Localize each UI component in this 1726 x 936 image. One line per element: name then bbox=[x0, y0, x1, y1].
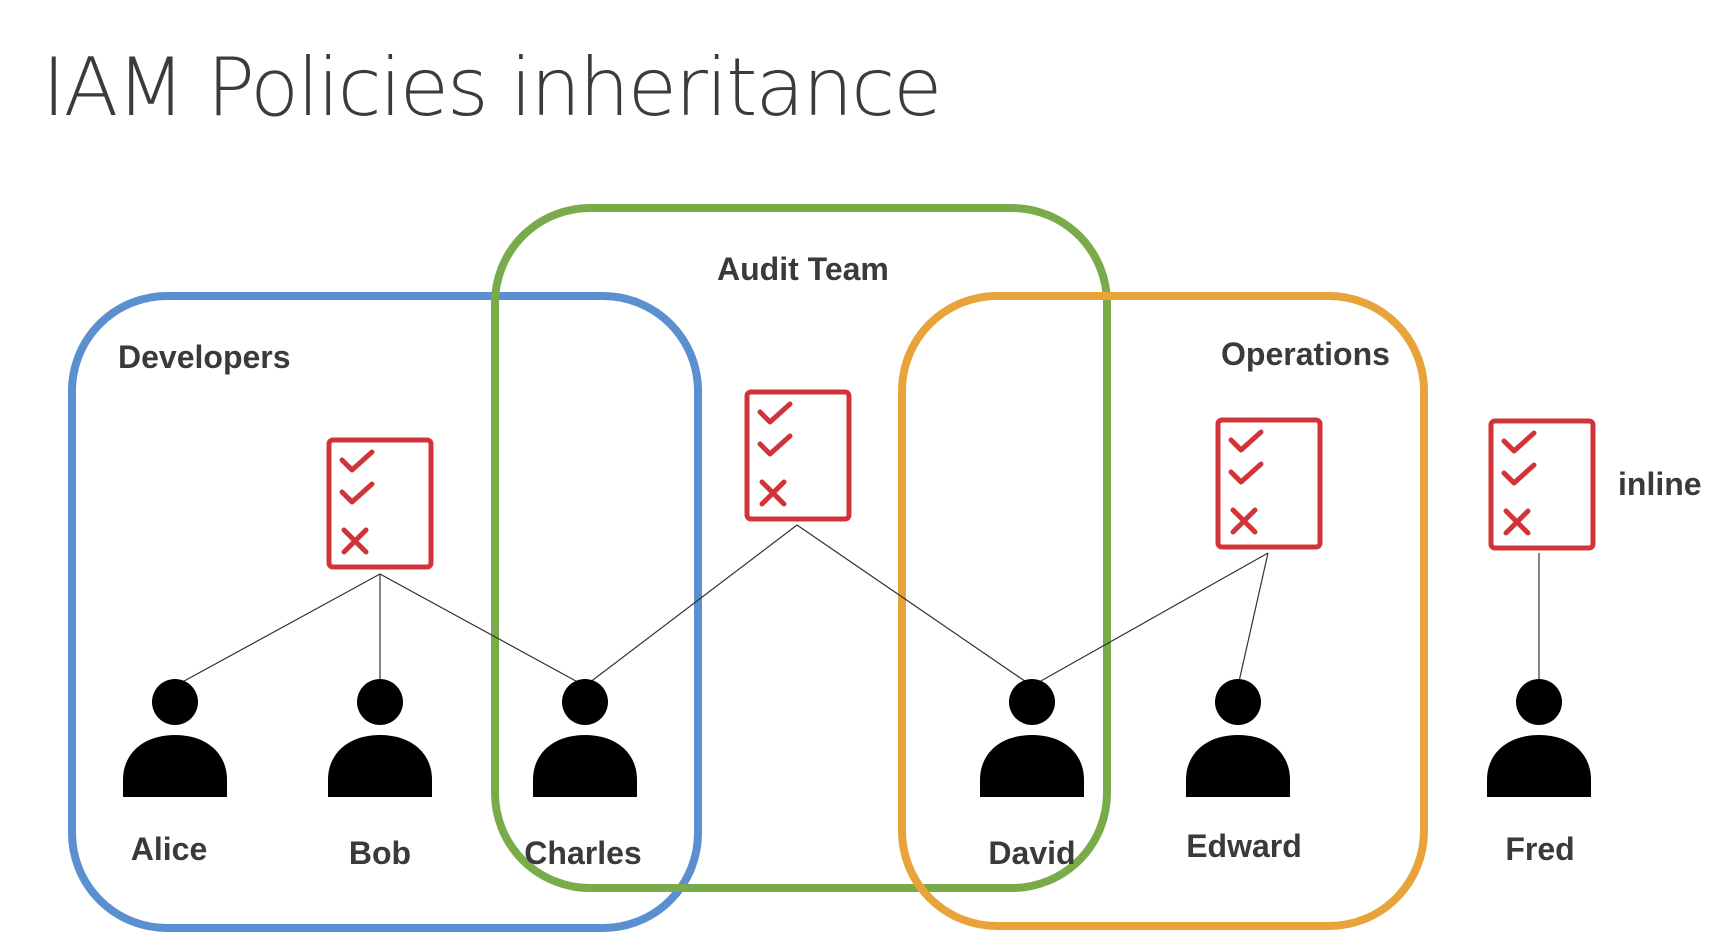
operations-policy-icon bbox=[1215, 417, 1323, 550]
page-title: IAM Policies inheritance bbox=[42, 41, 942, 134]
inline-policy-icon bbox=[1488, 418, 1596, 551]
user-icon-edward bbox=[1186, 679, 1290, 797]
connector-developers-alice bbox=[174, 573, 381, 687]
audit-team-label: Audit Team bbox=[717, 251, 889, 287]
user-label-charles: Charles bbox=[524, 835, 641, 871]
user-label-alice: Alice bbox=[131, 831, 207, 867]
connector-developers-charles bbox=[379, 573, 586, 687]
user-icon-alice bbox=[123, 679, 227, 797]
user-label-fred: Fred bbox=[1505, 831, 1574, 867]
user-icon-david bbox=[980, 679, 1084, 797]
developers-group-border bbox=[68, 292, 702, 932]
user-label-david: David bbox=[988, 835, 1075, 871]
connector-audit-charles bbox=[584, 524, 798, 687]
user-icon-fred bbox=[1487, 679, 1591, 797]
operations-group-border bbox=[898, 292, 1428, 930]
user-label-bob: Bob bbox=[349, 835, 411, 871]
inline-label: inline bbox=[1618, 466, 1702, 502]
connector-operations-david bbox=[1031, 552, 1269, 687]
audit-team-group-border bbox=[491, 204, 1111, 892]
user-icon-bob bbox=[328, 679, 432, 797]
developers-policy-icon bbox=[326, 437, 434, 570]
user-label-edward: Edward bbox=[1186, 828, 1302, 864]
audit-team-policy-icon bbox=[744, 389, 852, 522]
developers-label: Developers bbox=[118, 339, 291, 375]
connector-operations-edward bbox=[1237, 552, 1269, 687]
operations-label: Operations bbox=[1221, 336, 1390, 372]
user-icon-charles bbox=[533, 679, 637, 797]
connector-audit-david bbox=[796, 524, 1033, 687]
policy-connectors bbox=[174, 524, 1540, 687]
